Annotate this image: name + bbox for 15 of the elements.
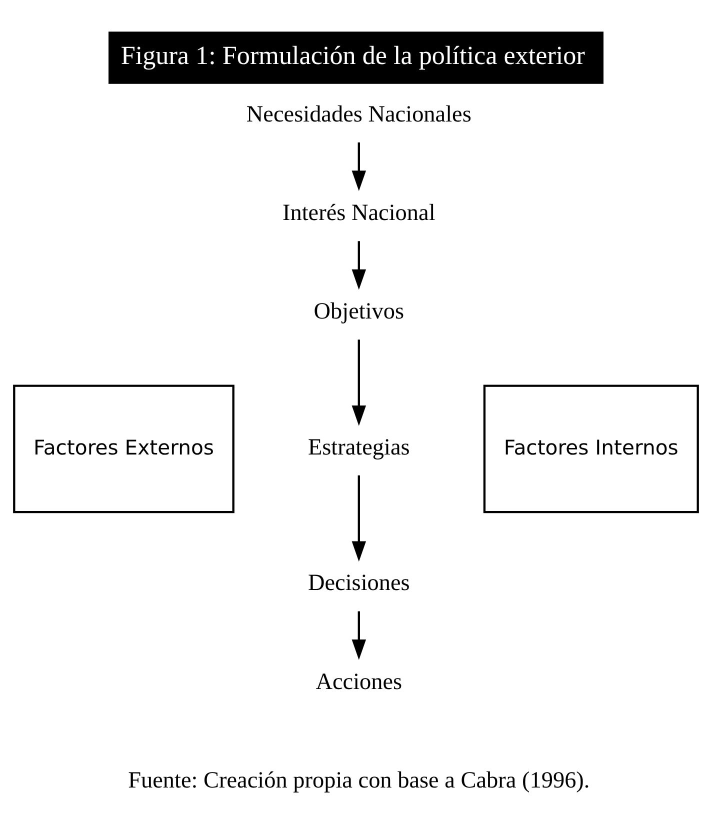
caption: Fuente: Creación propia con base a Cabra (1996).: [128, 767, 590, 794]
node-text: Interés Nacional: [282, 200, 436, 226]
diagram-title: Figura 1: Formulación de la política exterior: [120, 40, 585, 70]
arrow: [352, 339, 366, 426]
arrow: [352, 240, 366, 290]
node-text: Decisiones: [308, 570, 410, 596]
arrow: [352, 474, 366, 562]
arrow: [352, 610, 366, 660]
node-text: Necesidades Nacionales: [246, 100, 472, 127]
node-text: Estrategias: [308, 434, 410, 460]
node-text: Objetivos: [314, 298, 404, 324]
node-text: Acciones: [316, 668, 402, 694]
node-box: Factores Externos: [13, 384, 234, 513]
arrow: [352, 142, 366, 191]
node-box: Factores Internos: [483, 384, 699, 513]
